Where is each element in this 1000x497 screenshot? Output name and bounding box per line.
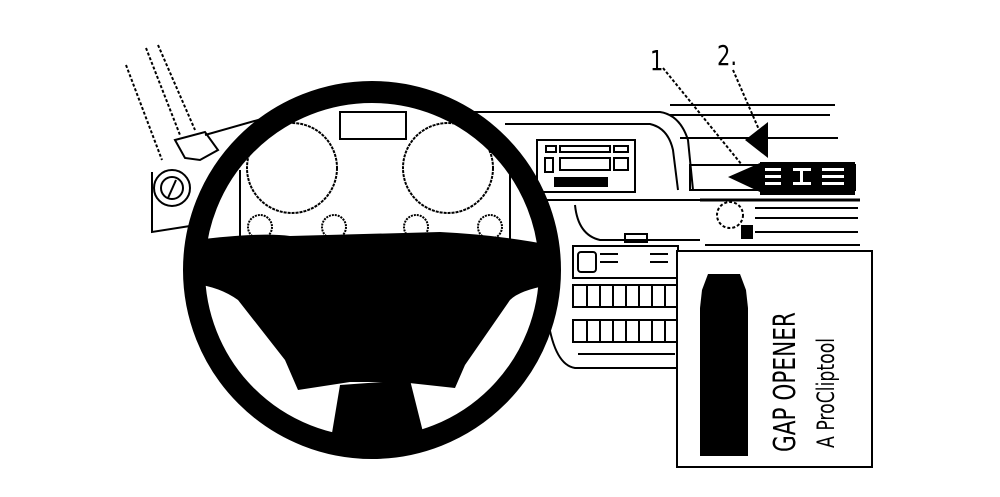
steering-wheel xyxy=(183,81,561,459)
a-pillar-trim xyxy=(125,44,291,162)
gap-opener-tool-icon xyxy=(700,274,748,456)
gap-opener-inset xyxy=(676,250,873,468)
vent-clip-block xyxy=(760,162,855,195)
callout-2-leader xyxy=(732,69,761,133)
callout-1-label: 1 xyxy=(650,44,664,77)
callout-1-leader xyxy=(662,67,743,166)
climate-control-panel xyxy=(572,284,679,355)
side-air-vent xyxy=(151,169,191,234)
arrow-1-icon xyxy=(728,163,760,192)
inset-title: GAP OPENER xyxy=(768,312,803,452)
radio-unit xyxy=(536,139,636,193)
inset-subtitle: A ProCliptool xyxy=(812,337,840,448)
callout-2-label: 2. xyxy=(717,39,738,72)
arrow-2-icon xyxy=(745,122,768,158)
